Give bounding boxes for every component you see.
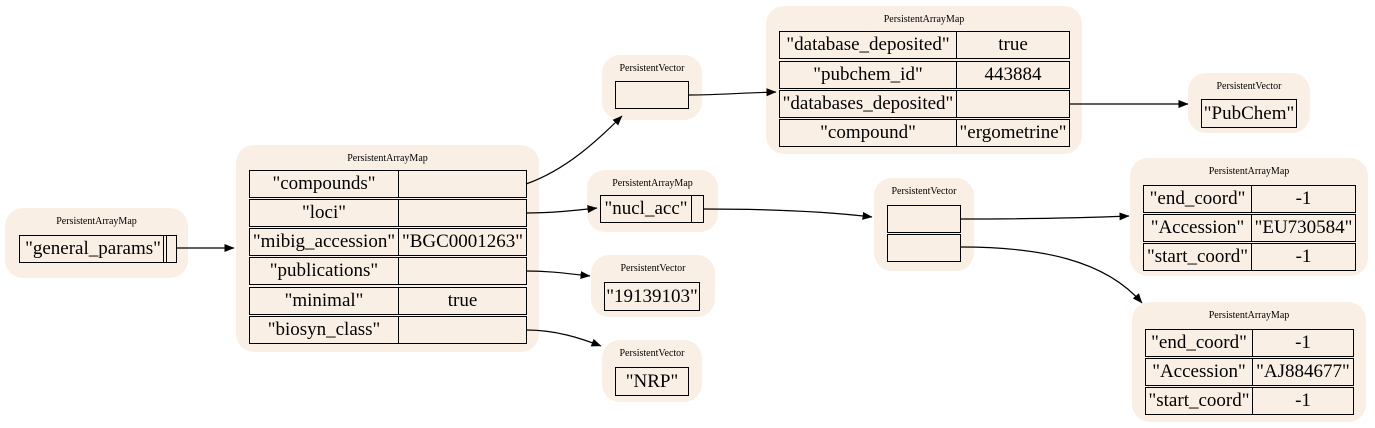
key-cell-compounds[interactable]: "compounds" bbox=[249, 170, 399, 198]
vector-item-0[interactable]: "19139103" bbox=[604, 282, 700, 311]
key-cell-mibig-accession[interactable]: "mibig_accession" bbox=[249, 228, 399, 256]
key-cell-start-coord[interactable]: "start_coord" bbox=[1143, 243, 1252, 271]
value-cell-start-coord[interactable]: -1 bbox=[1251, 243, 1356, 271]
vector-item-0[interactable] bbox=[887, 205, 961, 233]
key-cell-general-params[interactable]: "general_params" bbox=[19, 235, 167, 263]
key-cell-accession[interactable]: "Accession" bbox=[1143, 214, 1252, 242]
node-title: PersistentVector bbox=[620, 263, 686, 274]
key-cell-accession[interactable]: "Accession" bbox=[1145, 358, 1253, 386]
publications-vector-node: PersistentVector "19139103" bbox=[591, 255, 715, 317]
edge-compounds-vector-to-map bbox=[688, 88, 777, 97]
value-cell-nucl-acc[interactable] bbox=[691, 195, 704, 223]
key-cell-start-coord[interactable]: "start_coord" bbox=[1145, 387, 1253, 415]
value-cell-start-coord[interactable]: -1 bbox=[1252, 387, 1354, 415]
node-title: PersistentVector bbox=[1216, 81, 1282, 92]
value-cell-accession[interactable]: "AJ884677" bbox=[1252, 358, 1354, 386]
locus-map-node-1: PersistentArrayMap "end_coord" -1 "Acces… bbox=[1130, 158, 1368, 276]
key-cell-biosyn-class[interactable]: "biosyn_class" bbox=[249, 316, 399, 344]
value-cell-biosyn-class[interactable] bbox=[398, 316, 527, 344]
loci-map-node: PersistentArrayMap "nucl_acc" bbox=[587, 170, 718, 232]
locus-map-node-2: PersistentArrayMap "end_coord" -1 "Acces… bbox=[1132, 302, 1366, 422]
key-cell-database-deposited[interactable]: "database_deposited" bbox=[779, 31, 957, 59]
vector-item-1[interactable] bbox=[887, 234, 961, 262]
value-cell-compound[interactable]: "ergometrine" bbox=[956, 119, 1070, 147]
value-cell-compounds[interactable] bbox=[398, 170, 527, 198]
databases-vector-node: PersistentVector "PubChem" bbox=[1188, 73, 1310, 133]
compound-map-node: PersistentArrayMap "database_deposited" … bbox=[766, 6, 1082, 154]
edge-nucl-acc-to-vector bbox=[703, 208, 873, 220]
compounds-vector-node: PersistentVector bbox=[602, 55, 702, 120]
key-cell-loci[interactable]: "loci" bbox=[249, 199, 399, 227]
node-title: PersistentArrayMap bbox=[1208, 310, 1290, 321]
key-cell-databases-deposited[interactable]: "databases_deposited" bbox=[779, 90, 957, 118]
value-cell-general-params[interactable] bbox=[163, 235, 177, 263]
value-cell-pubchem-id[interactable]: 443884 bbox=[956, 61, 1070, 89]
value-cell-publications[interactable] bbox=[398, 257, 527, 285]
params-map-node: PersistentArrayMap "compounds" "loci" "m… bbox=[236, 145, 539, 352]
key-cell-minimal[interactable]: "minimal" bbox=[249, 287, 399, 315]
node-title: PersistentVector bbox=[891, 186, 957, 197]
key-cell-compound[interactable]: "compound" bbox=[779, 119, 957, 147]
vector-item-0[interactable]: "PubChem" bbox=[1201, 99, 1297, 128]
key-cell-end-coord[interactable]: "end_coord" bbox=[1145, 329, 1253, 357]
value-cell-mibig-accession[interactable]: "BGC0001263" bbox=[398, 228, 527, 256]
key-cell-nucl-acc[interactable]: "nucl_acc" bbox=[600, 195, 692, 223]
node-title: PersistentVector bbox=[619, 63, 685, 74]
vector-item-0[interactable] bbox=[615, 81, 689, 109]
node-title: PersistentArrayMap bbox=[56, 216, 137, 227]
biosyn-class-vector-node: PersistentVector "NRP" bbox=[602, 340, 702, 402]
edge-locus-2 bbox=[960, 246, 1143, 304]
key-cell-pubchem-id[interactable]: "pubchem_id" bbox=[779, 61, 957, 89]
value-cell-accession[interactable]: "EU730584" bbox=[1251, 214, 1356, 242]
node-title: PersistentArrayMap bbox=[883, 14, 965, 25]
value-cell-loci[interactable] bbox=[398, 199, 527, 227]
value-cell-minimal[interactable]: true bbox=[398, 287, 527, 315]
root-map-node: PersistentArrayMap "general_params" bbox=[5, 208, 188, 278]
edge-locus-1 bbox=[960, 212, 1130, 221]
value-cell-database-deposited[interactable]: true bbox=[956, 31, 1070, 59]
vector-item-0[interactable]: "NRP" bbox=[615, 367, 689, 396]
value-cell-end-coord[interactable]: -1 bbox=[1251, 185, 1356, 213]
key-cell-publications[interactable]: "publications" bbox=[249, 257, 399, 285]
nucl-acc-vector-node: PersistentVector bbox=[874, 178, 974, 271]
key-cell-end-coord[interactable]: "end_coord" bbox=[1143, 185, 1252, 213]
value-cell-databases-deposited[interactable] bbox=[956, 90, 1070, 118]
node-title: PersistentArrayMap bbox=[347, 153, 428, 164]
node-title: PersistentArrayMap bbox=[612, 178, 693, 189]
node-title: PersistentArrayMap bbox=[1208, 166, 1290, 177]
node-title: PersistentVector bbox=[619, 348, 685, 359]
value-cell-end-coord[interactable]: -1 bbox=[1252, 329, 1354, 357]
